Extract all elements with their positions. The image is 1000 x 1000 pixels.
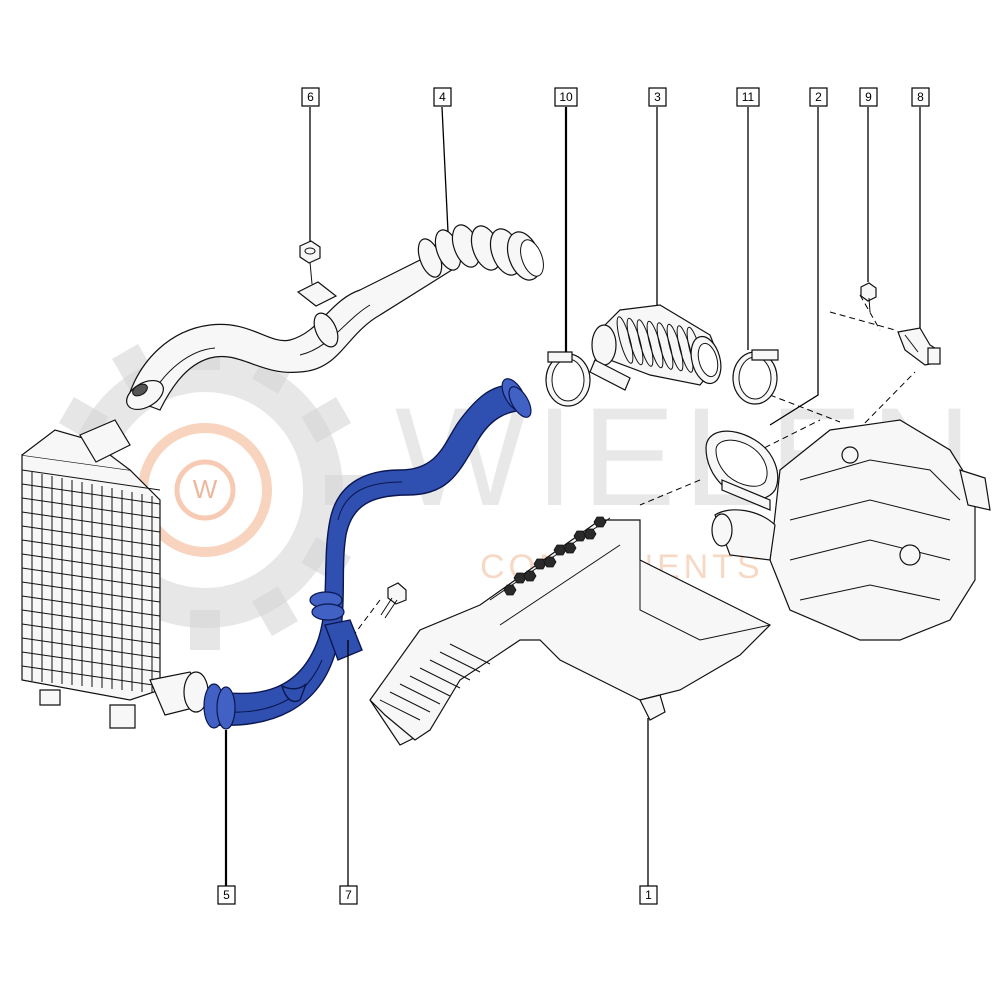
callout-5-label: 5	[223, 888, 230, 902]
callout-8: 8	[911, 87, 930, 107]
leader-lines	[224, 106, 921, 886]
callout-4: 4	[433, 87, 452, 107]
callout-2-label: 2	[815, 90, 822, 104]
part-10-clamp	[545, 351, 591, 407]
callout-2: 2	[809, 87, 828, 107]
part-9-screw	[860, 282, 877, 313]
part-2-seal	[705, 430, 779, 511]
callout-1: 1	[639, 885, 658, 905]
callout-10-label: 10	[559, 90, 573, 104]
callout-4-label: 4	[439, 90, 446, 104]
watermark-logo-letter: W	[193, 474, 218, 504]
assembly-dashed-lines	[349, 294, 916, 641]
part-7-bolt	[380, 582, 407, 619]
callout-5: 5	[217, 885, 236, 905]
part-4-upper-pipe	[126, 224, 544, 411]
callout-1-label: 1	[645, 888, 652, 902]
part-6-nut	[299, 240, 321, 264]
part-11-clamp	[732, 349, 779, 405]
callout-7-label: 7	[345, 888, 352, 902]
callout-7: 7	[339, 885, 358, 905]
part-1-air-duct	[369, 516, 772, 746]
callout-10: 10	[554, 87, 578, 107]
callout-3-label: 3	[654, 90, 661, 104]
callout-6: 6	[301, 87, 320, 107]
callout-11-label: 11	[742, 90, 755, 104]
intercooler	[21, 419, 209, 729]
part-3-corrugated-hose	[589, 304, 722, 391]
callout-8-label: 8	[917, 90, 924, 104]
part-5-lower-hose	[203, 378, 532, 730]
callout-9: 9	[859, 87, 878, 107]
callout-11: 11	[736, 87, 760, 107]
callout-3: 3	[648, 87, 667, 107]
callout-9-label: 9	[865, 90, 872, 104]
engine-block	[711, 419, 991, 641]
callout-6-label: 6	[307, 90, 314, 104]
part-8-sensor	[897, 327, 941, 366]
